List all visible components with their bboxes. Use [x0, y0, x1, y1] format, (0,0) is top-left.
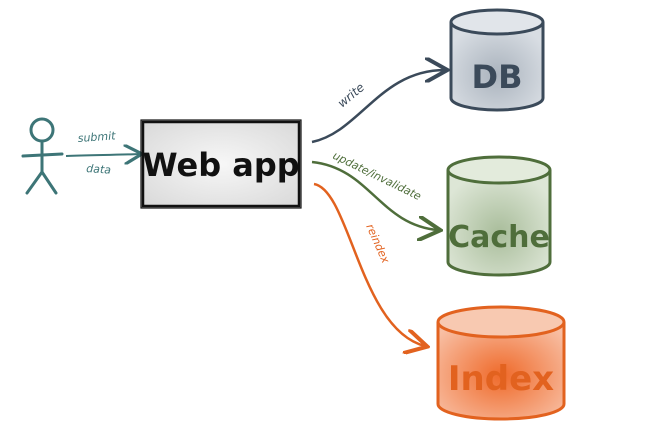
web-app-label: Web app — [142, 146, 299, 184]
reindex-arrow — [313, 182, 425, 346]
index-label: Index — [448, 359, 554, 399]
cache-label: Cache — [448, 220, 550, 255]
reindex-label: reindex — [363, 222, 392, 266]
submit-data-arrow — [65, 154, 140, 156]
index-node: Index — [436, 305, 566, 421]
write-label: write — [335, 80, 367, 110]
update-invalidate-arrow — [311, 160, 438, 230]
data-label: data — [86, 162, 112, 177]
user-actor-icon — [21, 117, 64, 195]
db-label: DB — [472, 58, 523, 96]
submit-label: submit — [77, 129, 116, 145]
update-invalidate-label: update/invalidate — [331, 149, 424, 203]
cache-node: Cache — [446, 155, 552, 277]
web-app-node: Web app — [140, 119, 302, 209]
write-arrow — [311, 70, 445, 144]
db-node: DB — [449, 8, 545, 112]
